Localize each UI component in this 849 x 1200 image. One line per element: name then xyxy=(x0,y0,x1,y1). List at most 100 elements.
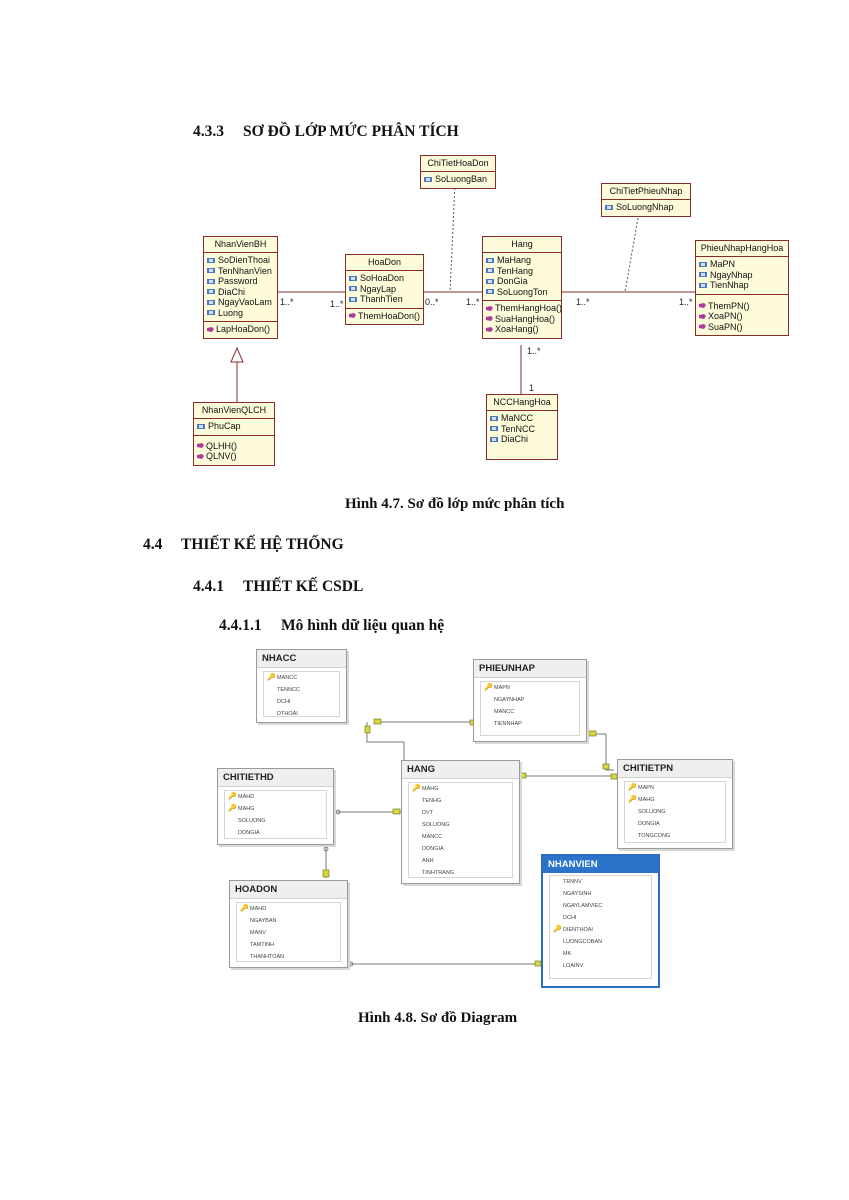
class-name: HoaDon xyxy=(346,255,423,271)
multiplicity-label: 1..* xyxy=(280,297,294,307)
table-column: DCHI xyxy=(563,915,577,921)
table-name: CHITIETPN xyxy=(618,760,732,778)
attribute-icon xyxy=(490,426,498,432)
table-column: 🔑DIENTHOAI xyxy=(550,924,651,936)
multiplicity-label: 1..* xyxy=(330,299,344,309)
operations: LapHoaDon() xyxy=(204,322,277,338)
uml-class-chitiethoadon: ChiTietHoaDon SoLuongBan xyxy=(420,155,496,189)
attributes: SoLuongBan xyxy=(421,172,495,188)
heading-text: SƠ ĐỒ LỚP MỨC PHÂN TÍCH xyxy=(243,123,459,140)
table-column: NGAYLAMVIEC xyxy=(563,903,603,909)
multiplicity-label: 0..* xyxy=(425,297,439,307)
table-column: 🔑MAHG xyxy=(625,794,725,806)
operations: ThemHangHoa() SuaHangHoa() XoaHang() xyxy=(483,301,562,338)
generalization-arrow-icon xyxy=(230,346,244,363)
operation: ThemHoaDon() xyxy=(349,311,420,322)
heading-number: 4.4 xyxy=(143,536,163,553)
heading-text: THIẾT KẾ HỆ THỐNG xyxy=(181,536,344,553)
table-column: TENHG xyxy=(422,798,442,804)
attribute-icon xyxy=(207,268,215,274)
table-columns: 🔑MAHD NGAYBAN MANV TAMTINH THANHTOAN xyxy=(236,902,341,962)
attribute: SoHoaDon xyxy=(349,273,420,284)
uml-class-phieunhaphanghoa: PhieuNhapHangHoa MaPN NgayNhap TienNhap … xyxy=(695,240,789,336)
table-name: NHACC xyxy=(257,650,346,668)
table-column: 🔑MAHG xyxy=(409,783,512,795)
primary-key-icon: 🔑 xyxy=(228,805,237,812)
attribute: ThanhTien xyxy=(349,294,420,305)
table-column: MANCC xyxy=(422,834,443,840)
many-end-icon xyxy=(335,809,341,815)
attribute: TenHang xyxy=(486,266,558,277)
table-name: HOADON xyxy=(230,881,347,899)
table-column: 🔑MAHD xyxy=(225,791,326,803)
attribute-icon xyxy=(486,268,494,274)
table-column: SOLUONG xyxy=(238,818,266,824)
table-columns: 🔑MAHD 🔑MAHG SOLUONG DONGIA xyxy=(224,790,327,839)
uml-class-nhanvienbh: NhanVienBH SoDienThoai TenNhanVien Passw… xyxy=(203,236,278,339)
operation: SuaPN() xyxy=(699,322,785,333)
class-name: NCCHangHoa xyxy=(487,395,557,411)
class-name: PhieuNhapHangHoa xyxy=(696,241,788,257)
class-name: NhanVienBH xyxy=(204,237,277,253)
operation-icon xyxy=(349,313,356,319)
table-column: 🔑MANCC xyxy=(264,672,339,684)
attribute-icon xyxy=(490,436,498,442)
operation-icon xyxy=(486,305,493,311)
heading-4-4: 4.4 THIẾT KẾ HỆ THỐNG xyxy=(143,536,344,554)
class-name: Hang xyxy=(483,237,561,253)
table-column: TIENNHAP xyxy=(494,721,522,727)
attributes: SoDienThoai TenNhanVien Password DiaChi … xyxy=(204,253,277,322)
table-column: 🔑MAPN xyxy=(481,682,579,694)
table-column: MANV xyxy=(250,930,266,936)
attribute: DiaChi xyxy=(490,434,554,445)
attribute: Password xyxy=(207,276,274,287)
operations: ThemPN() XoaPN() SuaPN() xyxy=(696,295,788,336)
primary-key-icon: 🔑 xyxy=(553,926,562,933)
multiplicity-label: 1..* xyxy=(466,297,480,307)
operation-icon xyxy=(486,326,493,332)
attribute: PhuCap xyxy=(197,421,271,432)
key-end-icon xyxy=(518,772,527,779)
table-column: THANHTOAN xyxy=(250,954,285,960)
db-table-nhacc: NHACC 🔑MANCC TENNCC DCHI DTHOAI xyxy=(256,649,347,723)
key-end-icon xyxy=(322,869,330,878)
table-columns: TENNV NGAYSINH NGAYLAMVIEC DCHI 🔑DIENTHO… xyxy=(549,875,652,979)
primary-key-icon: 🔑 xyxy=(267,674,276,681)
fk-end-icon xyxy=(602,763,610,770)
table-name: HANG xyxy=(402,761,519,779)
db-table-hang: HANG 🔑MAHG TENHG DVT SOLUONG MANCC DONGI… xyxy=(401,760,520,884)
operation: ThemPN() xyxy=(699,301,785,312)
many-end-icon xyxy=(323,846,329,852)
operation: ThemHangHoa() xyxy=(486,303,562,314)
table-column: TAMTINH xyxy=(250,942,275,948)
operation: QLHH() xyxy=(197,441,271,452)
table-column: 🔑MAPN xyxy=(625,782,725,794)
attribute: MaNCC xyxy=(490,413,554,424)
attribute-icon xyxy=(207,289,215,295)
attribute: SoLuongNhap xyxy=(605,202,687,213)
attribute-icon xyxy=(197,423,205,429)
db-table-chitietpn: CHITIETPN 🔑MAPN 🔑MAHG SOLUONG DONGIA TON… xyxy=(617,759,733,849)
multiplicity-label: 1..* xyxy=(576,297,590,307)
key-end-icon xyxy=(588,730,597,737)
db-table-nhanvien[interactable]: NHANVIEN TENNV NGAYSINH NGAYLAMVIEC DCHI… xyxy=(541,854,660,988)
class-name: ChiTietHoaDon xyxy=(421,156,495,172)
multiplicity-label: 1 xyxy=(529,383,535,393)
primary-key-icon: 🔑 xyxy=(628,796,637,803)
uml-class-chitietphieunhap: ChiTietPhieuNhap SoLuongNhap xyxy=(601,183,691,217)
attribute-icon xyxy=(424,176,432,182)
table-column: ANH xyxy=(422,858,434,864)
table-column: MK xyxy=(563,951,572,957)
attribute-icon xyxy=(207,257,215,263)
heading-text: THIẾT KẾ CSDL xyxy=(243,578,364,595)
attributes: MaPN NgayNhap TienNhap xyxy=(696,257,788,295)
db-table-chitiethd: CHITIETHD 🔑MAHD 🔑MAHG SOLUONG DONGIA xyxy=(217,768,334,845)
table-columns: 🔑MANCC TENNCC DCHI DTHOAI xyxy=(263,671,340,717)
operation: XoaPN() xyxy=(699,311,785,322)
attribute-icon xyxy=(490,415,498,421)
key-end-icon xyxy=(392,808,401,815)
attribute-icon xyxy=(207,299,215,305)
primary-key-icon: 🔑 xyxy=(228,793,237,800)
